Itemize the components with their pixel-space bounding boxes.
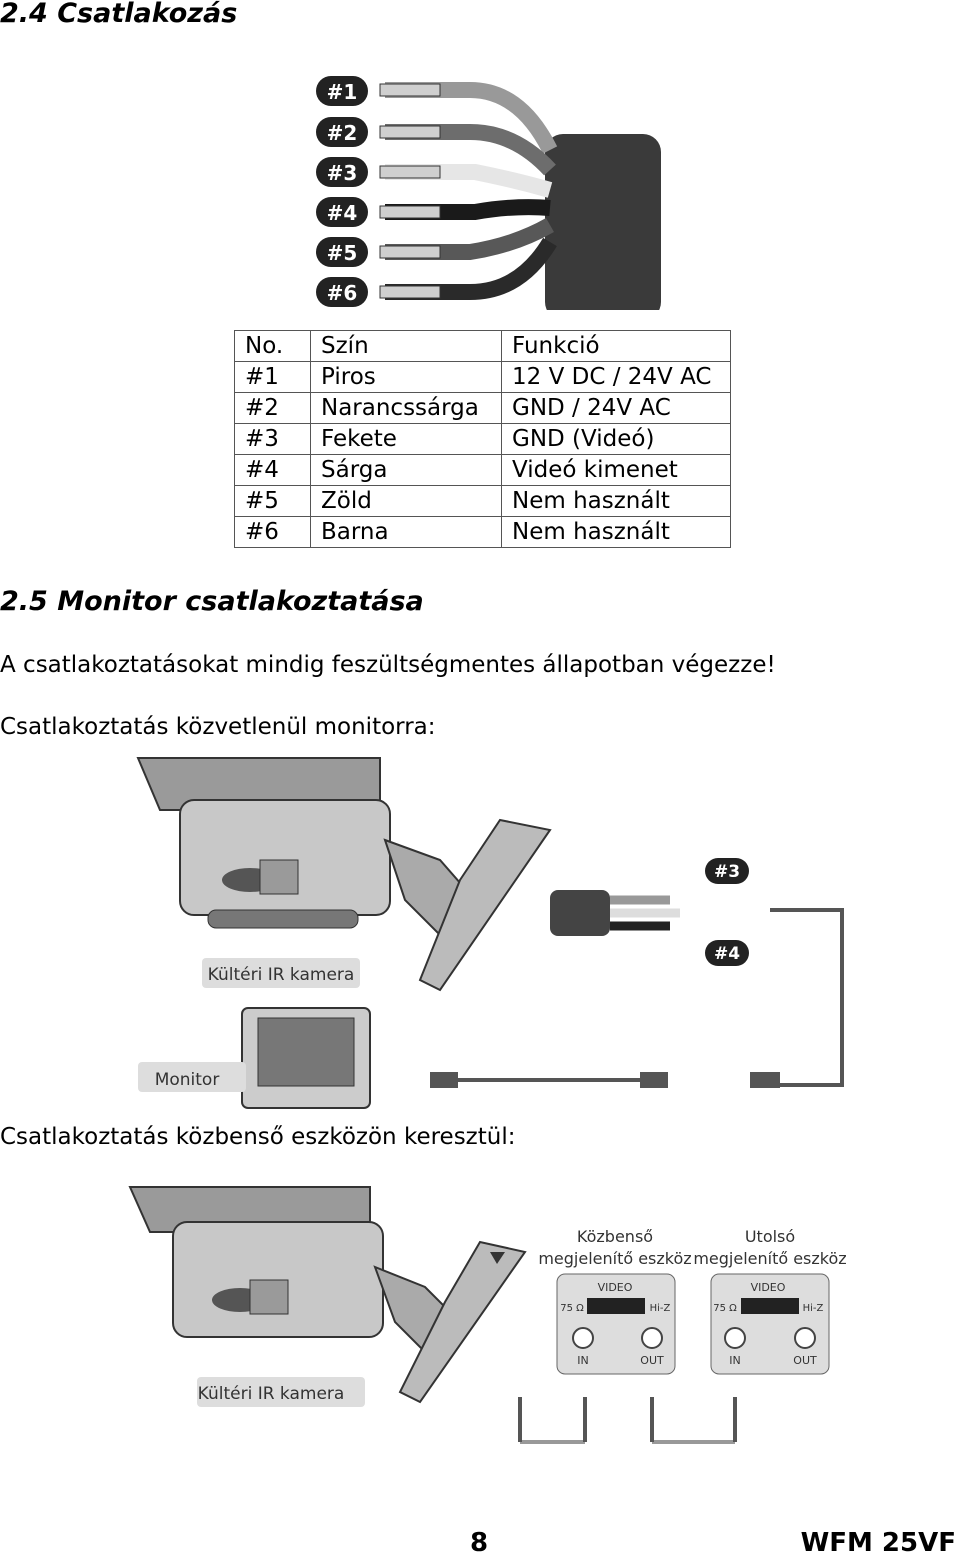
- header-cell: Funkció: [501, 330, 731, 362]
- last-device-panel: [710, 1273, 830, 1375]
- panel-out: OUT: [793, 1354, 817, 1367]
- model-name: WFM 25VF: [800, 1528, 956, 1558]
- table-cell: 12 V DC / 24V AC: [501, 361, 731, 393]
- last-label-line1: Utolsó: [745, 1227, 795, 1246]
- bnc-plug-right: [640, 1072, 668, 1088]
- table-row: #5 Zöld Nem használt: [234, 485, 731, 517]
- table-cell: #5: [234, 485, 311, 517]
- table-cell: #3: [234, 423, 311, 455]
- video-cable: [770, 908, 844, 1087]
- last-label-line2: megjelenítő eszköz: [693, 1249, 846, 1268]
- table-cell: #6: [234, 516, 311, 548]
- section-title-monitor: 2.5 Monitor csatlakoztatása: [0, 586, 424, 617]
- warning-text: A csatlakoztatásokat mindig feszültségme…: [0, 652, 776, 678]
- camera-label: Kültéri IR kamera: [198, 1384, 345, 1404]
- table-cell: Barna: [310, 516, 502, 548]
- wire-tag-1: #1: [327, 80, 358, 104]
- monitor-label: Monitor: [155, 1070, 220, 1090]
- wire-tag-5: #5: [327, 241, 358, 265]
- tag-3: #3: [714, 862, 740, 882]
- wire-tag-2: #2: [327, 121, 358, 145]
- table-cell: Narancssárga: [310, 392, 502, 424]
- tag-4-box: [705, 940, 749, 966]
- direct-connection-diagram: Kültéri IR kamera Monitor #3 #4: [136, 757, 844, 1109]
- panel-video-label: VIDEO: [751, 1281, 786, 1294]
- panel-hi-z: Hi-Z: [650, 1303, 671, 1314]
- table-cell: Sárga: [310, 454, 502, 486]
- tag-4: #4: [714, 944, 740, 964]
- tag-3-box: [705, 858, 749, 884]
- intermediate-label-line2: megjelenítő eszköz: [538, 1249, 691, 1268]
- intermediate-label-line1: Közbenső: [577, 1227, 653, 1246]
- table-cell: Fekete: [310, 423, 502, 455]
- monitor-label-box: [138, 1062, 246, 1092]
- table-row: #2 Narancssárga GND / 24V AC: [234, 392, 731, 424]
- table-cell: Zöld: [310, 485, 502, 517]
- panel-hi-z: Hi-Z: [803, 1303, 824, 1314]
- page-number: 8: [470, 1528, 489, 1558]
- bnc-plug-camera: [750, 1072, 780, 1088]
- chained-connection-diagram: Kültéri IR kamera Közbenső megjelenítő e…: [128, 1186, 847, 1444]
- wire-tag-4: #4: [327, 201, 358, 225]
- panel-in: IN: [577, 1354, 588, 1367]
- table-cell: Nem használt: [501, 516, 731, 548]
- table-cell: Videó kimenet: [501, 454, 731, 486]
- panel-in: IN: [729, 1354, 740, 1367]
- table-header-row: No. Szín Funkció: [234, 330, 731, 362]
- table-cell: GND (Videó): [501, 423, 731, 455]
- table-cell: Nem használt: [501, 485, 731, 517]
- connector-figure: #1 #2 #3 #4 #5 #6: [316, 76, 661, 310]
- table-cell: Piros: [310, 361, 502, 393]
- section-title-connection: 2.4 Csatlakozás: [0, 0, 238, 29]
- table-row: #6 Barna Nem használt: [234, 516, 731, 548]
- connector-body: [545, 134, 661, 310]
- wire-pins: [379, 83, 441, 299]
- connector-plug: [550, 890, 680, 936]
- table-row: #3 Fekete GND (Videó): [234, 423, 731, 455]
- wire-bundle: [385, 82, 558, 300]
- wire-tag-3: #3: [327, 161, 358, 185]
- table-cell: #4: [234, 454, 311, 486]
- header-cell: Szín: [310, 330, 502, 362]
- panel-75-ohm: 75 Ω: [560, 1303, 584, 1314]
- monitor-illustration: [241, 1007, 371, 1109]
- camera-illustration: [128, 1186, 527, 1404]
- header-cell: No.: [234, 330, 311, 362]
- table-cell: #1: [234, 361, 311, 393]
- table-cell: #2: [234, 392, 311, 424]
- camera-illustration: [136, 757, 552, 992]
- direct-caption: Csatlakoztatás közvetlenül monitorra:: [0, 714, 436, 740]
- panel-75-ohm: 75 Ω: [713, 1303, 737, 1314]
- table-row: #1 Piros 12 V DC / 24V AC: [234, 361, 731, 393]
- wire-color-table: No. Szín Funkció #1 Piros 12 V DC / 24V …: [234, 330, 731, 548]
- panel-video-label: VIDEO: [598, 1281, 633, 1294]
- camera-label-box: [197, 1377, 365, 1407]
- table-row: #4 Sárga Videó kimenet: [234, 454, 731, 486]
- bnc-plug-left: [430, 1072, 458, 1088]
- camera-label-box: [202, 958, 360, 988]
- bnc-cables: [490, 1252, 737, 1444]
- intermediate-device-panel: [556, 1273, 676, 1375]
- table-cell: GND / 24V AC: [501, 392, 731, 424]
- wire-tags: #1 #2 #3 #4 #5 #6: [316, 76, 368, 307]
- panel-out: OUT: [640, 1354, 664, 1367]
- wire-tag-6: #6: [327, 281, 358, 305]
- via-caption: Csatlakoztatás közbenső eszközön kereszt…: [0, 1124, 516, 1150]
- camera-label: Kültéri IR kamera: [208, 965, 355, 985]
